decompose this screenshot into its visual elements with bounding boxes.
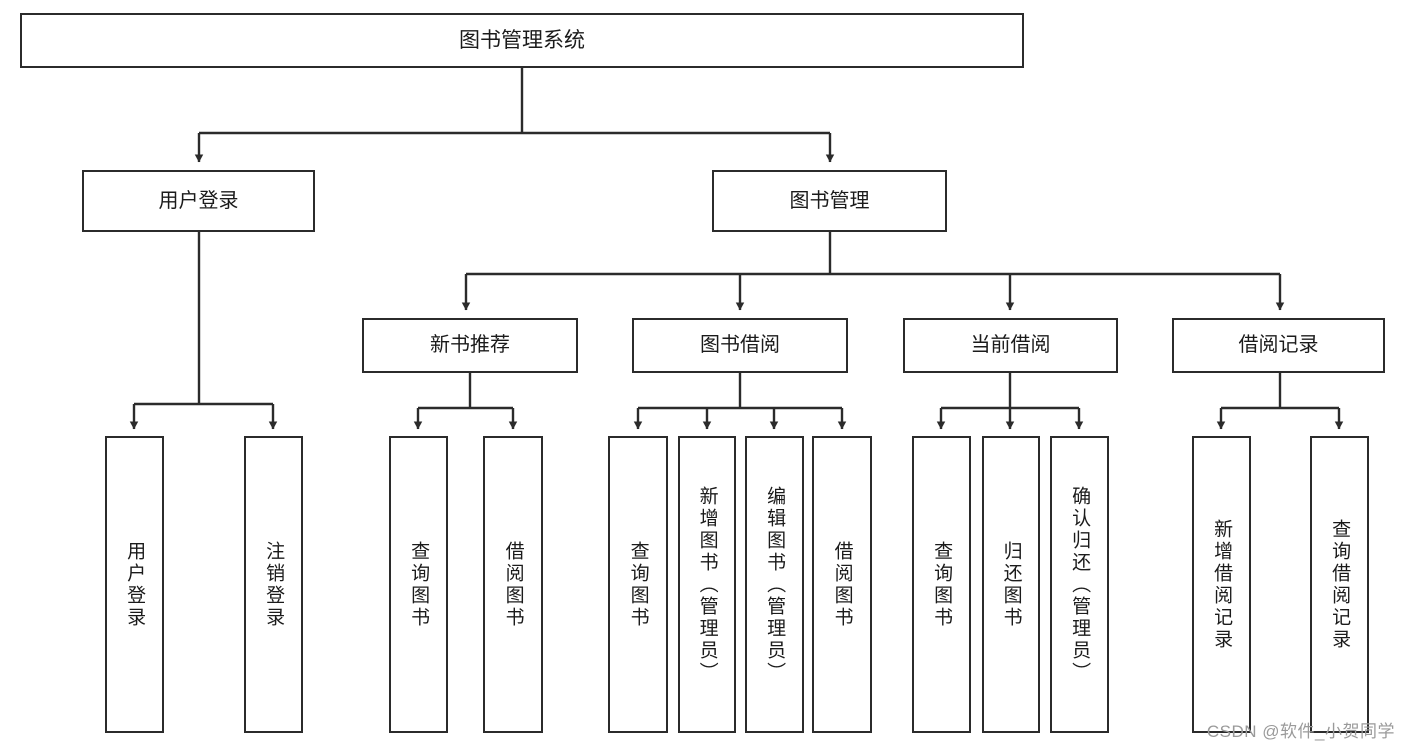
- node-label: 新书推荐: [430, 334, 510, 357]
- node-label: 借阅记录: [1238, 334, 1319, 357]
- node-label: 查询图书: [408, 540, 430, 629]
- leaf-user-logout[interactable]: 注销登录: [244, 436, 303, 733]
- node-book-borrow[interactable]: 图书借阅: [632, 318, 848, 373]
- leaf-user-login[interactable]: 用户登录: [105, 436, 164, 733]
- node-label: 图书管理: [789, 189, 870, 212]
- node-label: 确认归还（管理员）: [1069, 485, 1091, 684]
- leaf-query-borrow-record[interactable]: 查询借阅记录: [1310, 436, 1369, 733]
- node-label: 查询图书: [627, 540, 649, 629]
- node-label: 查询图书: [931, 540, 953, 629]
- node-label: 借阅图书: [831, 540, 853, 629]
- node-label: 归还图书: [1000, 540, 1022, 629]
- node-label: 图书借阅: [700, 334, 780, 357]
- node-user-login[interactable]: 用户登录: [82, 170, 315, 232]
- leaf-edit-book-admin[interactable]: 编辑图书（管理员）: [745, 436, 804, 733]
- node-label: 借阅图书: [502, 540, 524, 629]
- node-label: 新增图书（管理员）: [696, 485, 718, 684]
- leaf-query-book-rec[interactable]: 查询图书: [389, 436, 448, 733]
- node-label: 用户登录: [158, 189, 239, 212]
- leaf-return-book[interactable]: 归还图书: [982, 436, 1040, 733]
- node-borrow-record[interactable]: 借阅记录: [1172, 318, 1385, 373]
- node-label: 注销登录: [263, 540, 285, 629]
- leaf-add-book-admin[interactable]: 新增图书（管理员）: [678, 436, 736, 733]
- leaf-borrow-book[interactable]: 借阅图书: [812, 436, 872, 733]
- leaf-query-book-current[interactable]: 查询图书: [912, 436, 971, 733]
- node-label: 图书管理系统: [459, 28, 585, 52]
- watermark-text: CSDN @软件_小贺同学: [1206, 722, 1395, 741]
- leaf-add-borrow-record[interactable]: 新增借阅记录: [1192, 436, 1251, 733]
- node-new-book-recommend[interactable]: 新书推荐: [362, 318, 578, 373]
- node-root-system[interactable]: 图书管理系统: [20, 13, 1024, 68]
- node-label: 用户登录: [124, 540, 146, 629]
- node-current-borrow[interactable]: 当前借阅: [903, 318, 1118, 373]
- leaf-query-book[interactable]: 查询图书: [608, 436, 668, 733]
- node-book-management[interactable]: 图书管理: [712, 170, 947, 232]
- node-label: 查询借阅记录: [1329, 518, 1351, 651]
- node-label: 编辑图书（管理员）: [764, 485, 786, 684]
- node-label: 新增借阅记录: [1211, 518, 1233, 651]
- leaf-confirm-return-admin[interactable]: 确认归还（管理员）: [1050, 436, 1109, 733]
- leaf-borrow-book-rec[interactable]: 借阅图书: [483, 436, 543, 733]
- node-label: 当前借阅: [970, 334, 1051, 357]
